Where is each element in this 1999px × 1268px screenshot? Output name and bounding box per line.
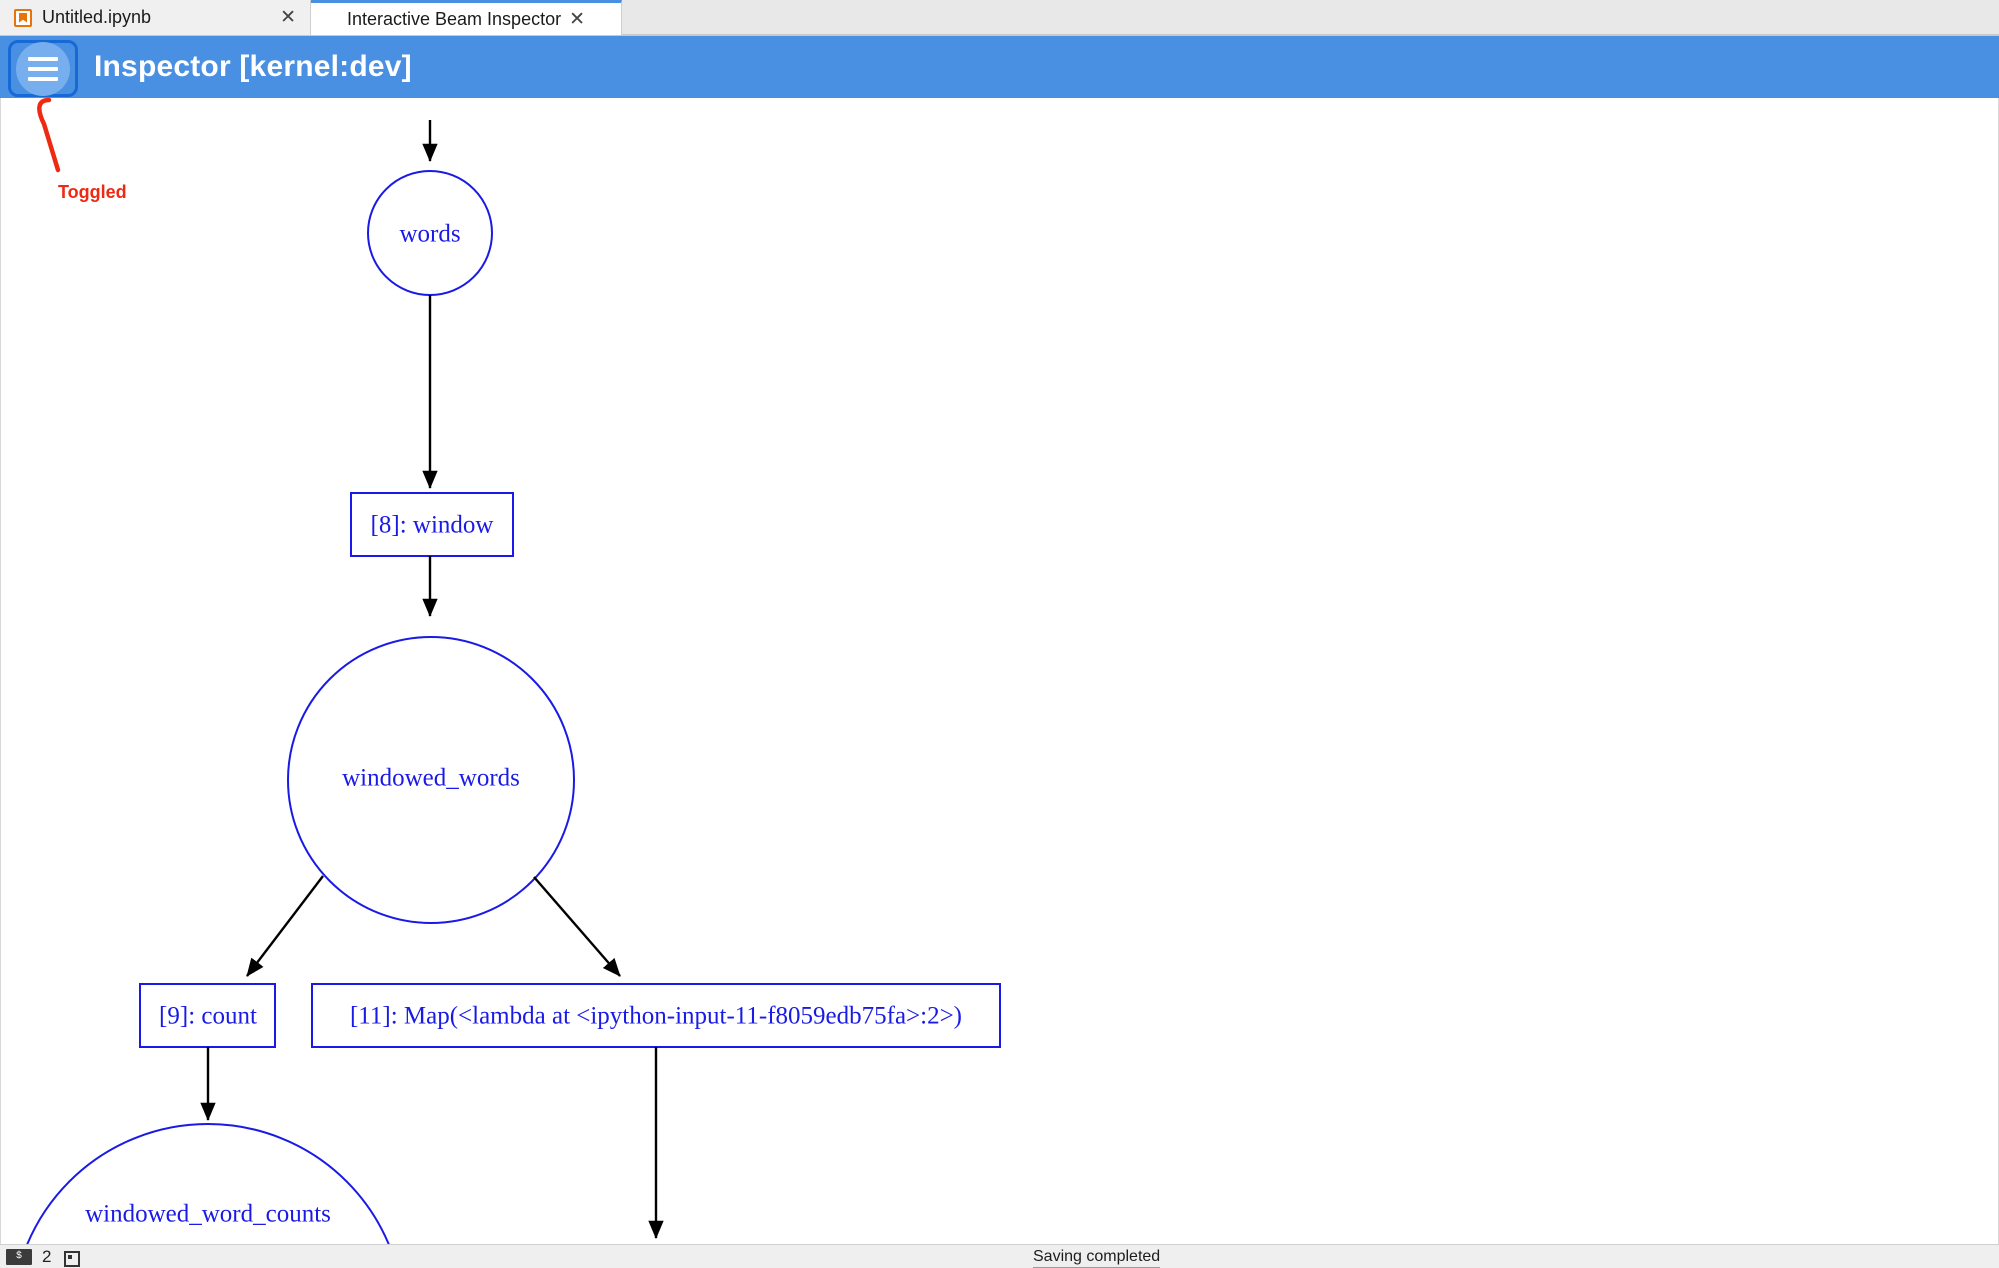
- tab-label: Interactive Beam Inspector: [346, 8, 562, 29]
- node-words[interactable]: words: [367, 170, 493, 296]
- tab-bar: Untitled.ipynb ✕ Interactive Beam Inspec…: [0, 0, 1999, 36]
- tab-untitled-ipynb[interactable]: Untitled.ipynb ✕: [0, 0, 311, 35]
- cpu-chip-icon[interactable]: [61, 1248, 81, 1267]
- close-icon[interactable]: ✕: [280, 6, 296, 28]
- pipeline-graph-canvas[interactable]: words [8]: window windowed_words: [0, 98, 1999, 1244]
- node-label: windowed_words: [342, 765, 520, 792]
- page-title: Inspector [kernel:dev]: [94, 50, 412, 83]
- node-count[interactable]: [9]: count: [139, 983, 276, 1048]
- node-label: windowed_word_counts: [85, 1201, 331, 1228]
- node-window[interactable]: [8]: window: [350, 492, 514, 557]
- pipeline-graph: words [8]: window windowed_words: [12, 120, 1001, 1244]
- tab-label: Untitled.ipynb: [42, 7, 152, 27]
- annotation-label: Toggled: [58, 182, 127, 202]
- tab-interactive-beam-inspector[interactable]: Interactive Beam Inspector ✕: [311, 0, 622, 35]
- inspector-header: Inspector [kernel:dev]: [0, 36, 1999, 98]
- node-label: [8]: window: [371, 512, 494, 539]
- hamburger-menu-button[interactable]: [8, 40, 78, 97]
- edge-windowed-words-to-count: [246, 875, 324, 977]
- edge-windowed-words-to-map: [533, 876, 621, 977]
- node-label: words: [399, 221, 460, 248]
- close-icon[interactable]: ✕: [569, 7, 586, 30]
- terminal-icon[interactable]: $: [6, 1248, 32, 1265]
- status-bar: $ 2 Saving completed: [0, 1244, 1999, 1268]
- hamburger-icon: [16, 41, 70, 96]
- notebook-icon: [14, 8, 32, 27]
- node-label: [11]: Map(<lambda at <ipython-input-11-f…: [350, 1003, 962, 1030]
- status-bar-left: $ 2: [0, 1246, 81, 1267]
- node-label: [9]: count: [159, 1003, 257, 1030]
- kernel-count: 2: [42, 1246, 52, 1266]
- status-message[interactable]: Saving completed: [1033, 1248, 1161, 1268]
- node-windowed-words[interactable]: windowed_words: [287, 636, 575, 924]
- tab-bar-empty-space: [622, 0, 1999, 35]
- node-map-lambda[interactable]: [11]: Map(<lambda at <ipython-input-11-f…: [311, 983, 1001, 1048]
- node-windowed-word-counts[interactable]: windowed_word_counts: [12, 1123, 404, 1244]
